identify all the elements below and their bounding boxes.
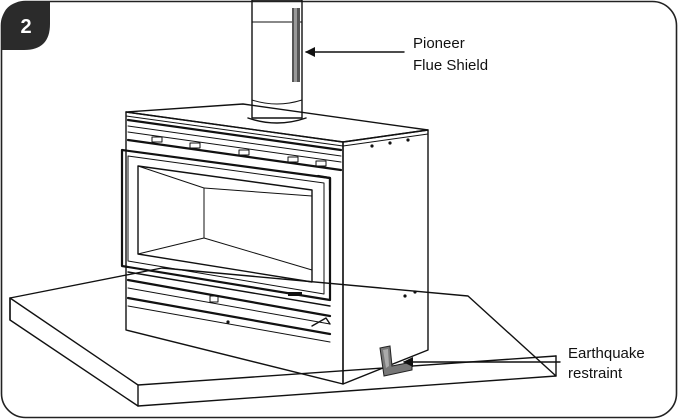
hearth-slab — [9, 267, 557, 407]
step-badge: 2 — [1, 1, 50, 50]
earthquake-restraint-label-line1: Earthquake — [568, 345, 645, 362]
flue-shield-label-line1: Pioneer — [413, 35, 465, 52]
earthquake-restraint-label-line2: restraint — [568, 365, 623, 382]
fireplace-unit — [120, 103, 429, 385]
earthquake-restraint-bracket — [379, 345, 413, 377]
step-number: 2 — [20, 16, 31, 38]
flue-shield-label-line2: Flue Shield — [413, 57, 488, 74]
flue-shield — [292, 8, 300, 82]
